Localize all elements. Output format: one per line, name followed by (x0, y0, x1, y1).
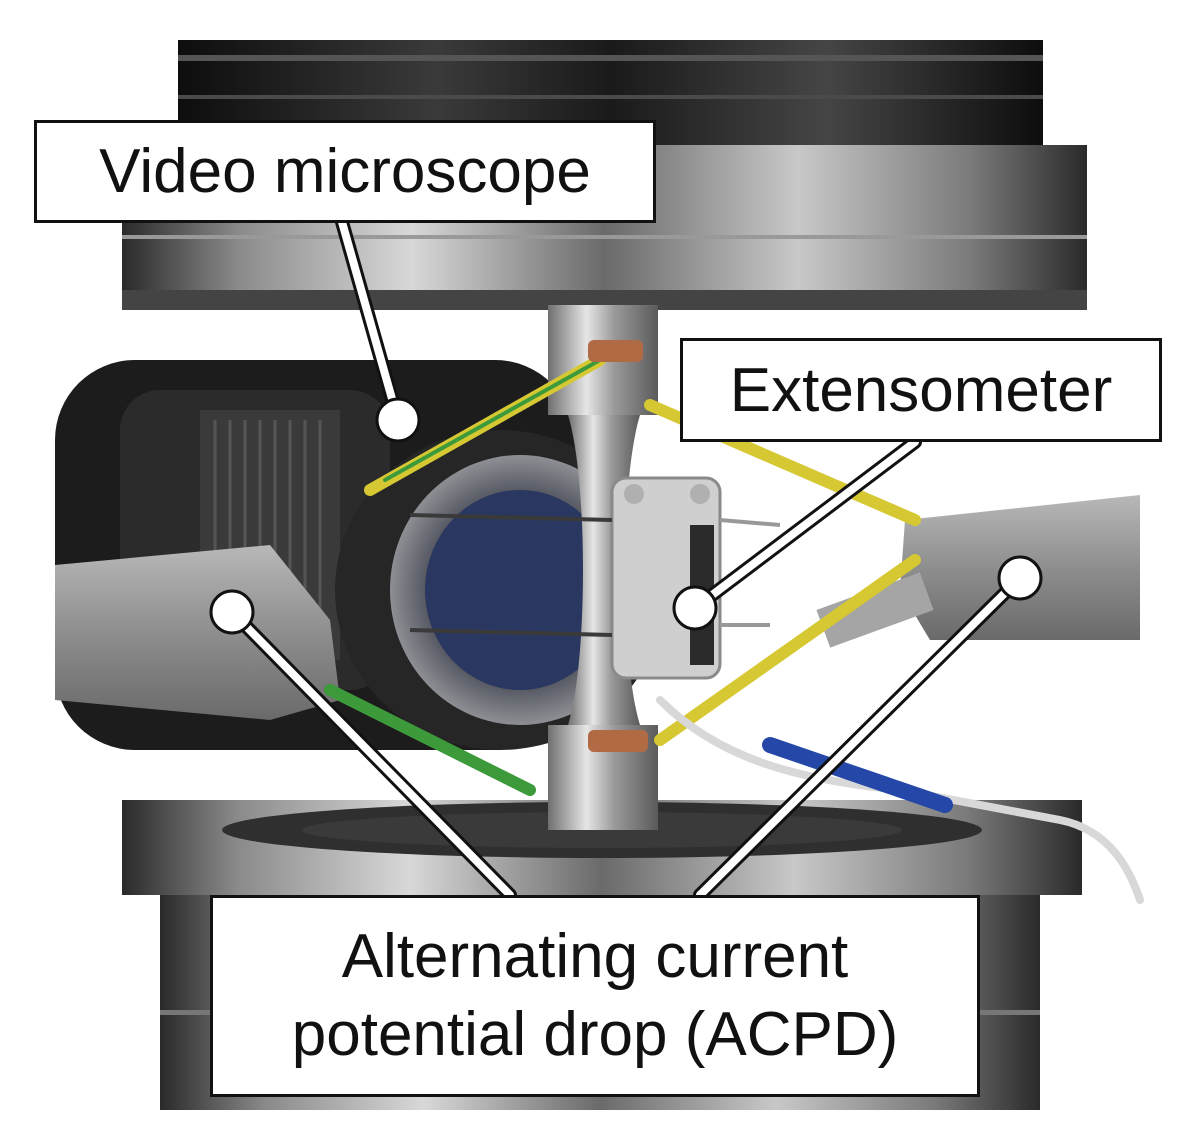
acpd-text-line-1: Alternating current (341, 922, 849, 991)
extensometer-text: Extensometer (729, 355, 1113, 425)
extensometer-marker (672, 585, 718, 631)
wires (324, 354, 1144, 904)
acpd-cable-left (55, 545, 340, 720)
video-microscope-text: Video microscope (99, 137, 591, 206)
acpd-right-marker (997, 555, 1043, 601)
extensometer-label: Extensometer (680, 338, 1162, 442)
copper-contacts (588, 340, 648, 752)
video-microscope-label: Video microscope (34, 120, 656, 223)
acpd-text-line-2: potential drop (ACPD) (291, 1000, 899, 1069)
leader-lines (225, 215, 1027, 902)
acpd-left-marker (209, 589, 255, 635)
acpd-label: Alternating current potential drop (ACPD… (210, 895, 980, 1097)
callout-dots (209, 397, 1043, 635)
video-microscope-marker (375, 397, 421, 443)
